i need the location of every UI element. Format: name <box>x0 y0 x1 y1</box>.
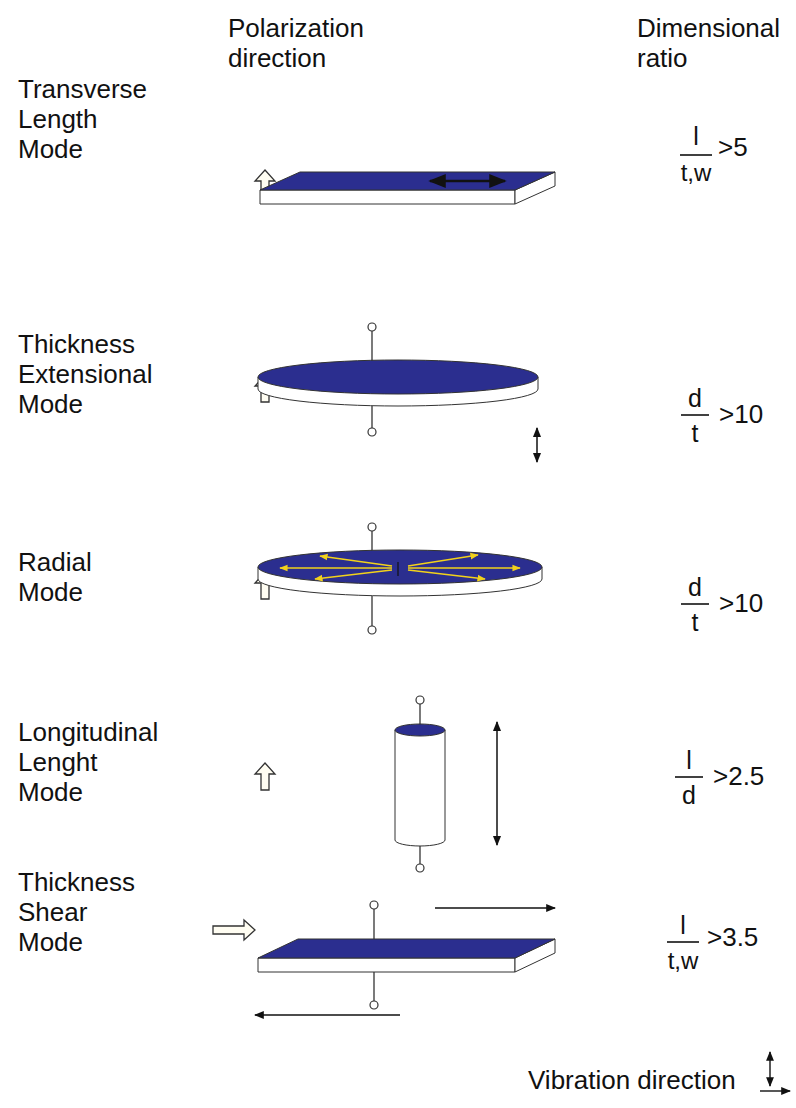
ratio-value: >2.5 <box>713 762 764 792</box>
ratio-numerator: d <box>688 573 702 602</box>
ratio-numerator: l <box>693 122 699 151</box>
ratio-denominator: t <box>692 608 699 637</box>
shear-plate <box>255 901 555 1015</box>
ratio-numerator: l <box>686 746 692 775</box>
ratio-value: >10 <box>719 589 763 619</box>
column-heading: Polarization direction <box>228 14 364 74</box>
ratio-numerator: d <box>688 384 702 413</box>
mode-name: Radial Mode <box>18 548 92 608</box>
mode-name: Longitudinal Lenght Mode <box>18 718 158 808</box>
ratio-value: >3.5 <box>707 923 758 953</box>
ratio-denominator: t <box>692 419 699 448</box>
column-heading: Dimensional ratio <box>637 14 780 74</box>
mode-name: Transverse Length Mode <box>18 75 147 165</box>
mode-name: Thickness Extensional Mode <box>18 330 152 420</box>
polarization-arrows <box>213 170 275 940</box>
thickness-disc <box>258 323 538 462</box>
radial-disc <box>258 523 542 634</box>
ratio-denominator: t,w <box>681 159 712 187</box>
ratio-denominator: d <box>682 781 696 810</box>
ratio-value: >5 <box>718 133 748 163</box>
legend-label: Vibration direction <box>528 1066 736 1096</box>
transverse-plate <box>260 172 555 204</box>
ratio-numerator: l <box>680 911 686 940</box>
mode-name: Thickness Shear Mode <box>18 868 135 958</box>
vibration-symbol <box>760 1052 790 1091</box>
ratio-denominator: t,w <box>668 947 699 975</box>
ratio-value: >10 <box>719 400 763 430</box>
longitudinal-cylinder <box>395 696 497 872</box>
fraction-bars <box>667 155 712 942</box>
